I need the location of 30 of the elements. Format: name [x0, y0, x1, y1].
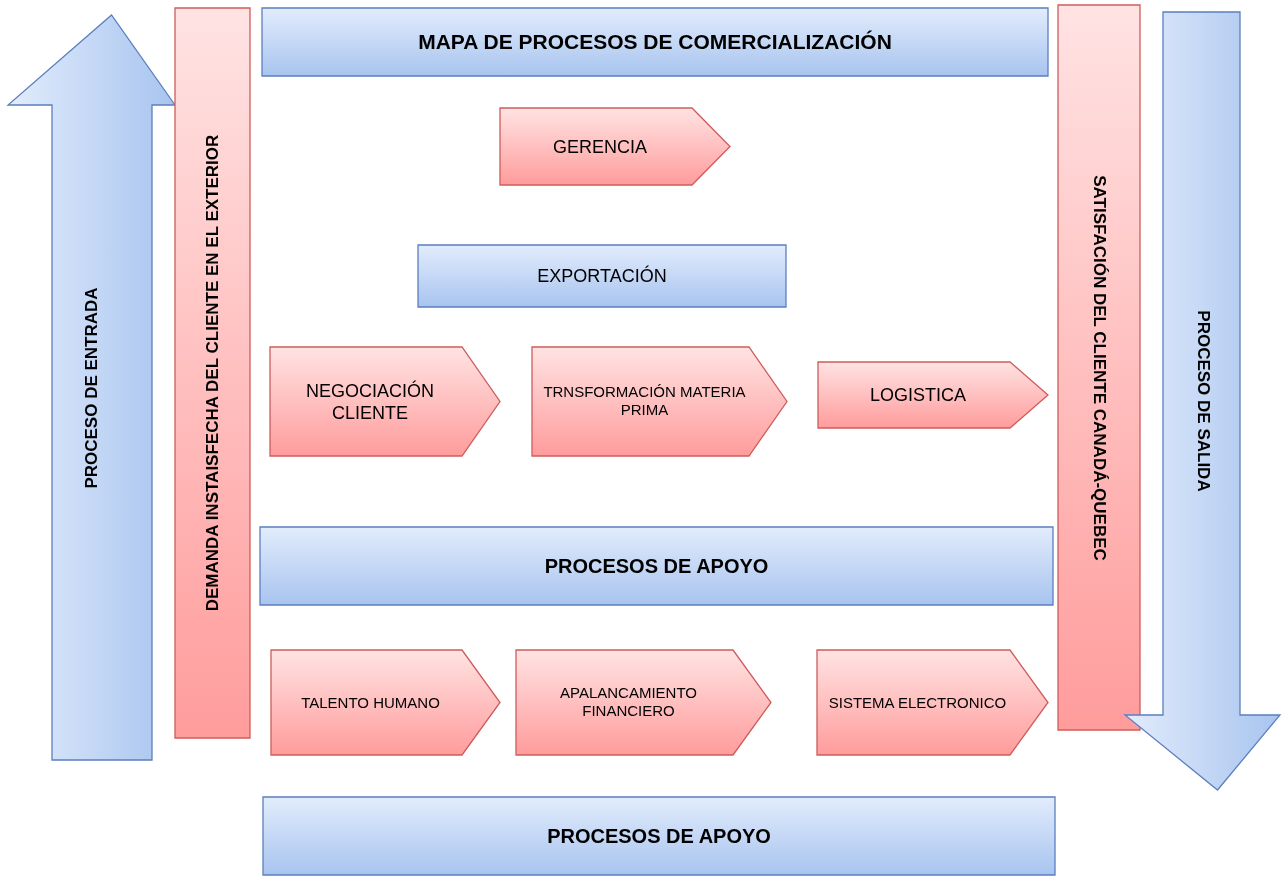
node-label: LOGISTICA: [869, 383, 967, 407]
process-step-shape: [818, 362, 1048, 428]
process-step-shape: [270, 347, 500, 456]
node-label: GERENCIA: [552, 135, 648, 158]
node-label: MAPA DE PROCESOS DE COMERCIALIZACIÓN: [417, 28, 893, 55]
title-banner: [262, 8, 1048, 76]
demand-bar: [175, 8, 250, 738]
node-label: PROCESOS DE APOYO: [546, 823, 772, 849]
process-step-shape: [271, 650, 500, 755]
node-label: PROCESOS DE APOYO: [543, 553, 770, 579]
input-process-arrow: [8, 15, 175, 760]
section-banner: [263, 797, 1055, 875]
section-banner: [260, 527, 1053, 605]
process-step-shape: [817, 650, 1048, 755]
node-label: SATISFACIÓN DEL CLIENTE CANADÁ-QUEBEC: [1088, 174, 1110, 561]
output-process-arrow: [1125, 12, 1280, 790]
process-step-shape: [516, 650, 771, 755]
process-step-shape: [532, 347, 787, 456]
node-label: APALANCAMIENTO FINANCIERO: [559, 683, 698, 722]
node-label: DEMANDA INSTAISFECHA DEL CLIENTE EN EL EXTERIOR: [201, 134, 223, 612]
node-label: PROCESO DE SALIDA: [1192, 310, 1214, 492]
node-label: PROCESO DE ENTRADA: [80, 286, 102, 489]
node-label: TRNSFORMACIÓN MATERIA PRIMA: [542, 382, 747, 421]
node-label: SISTEMA ELECTRONICO: [827, 693, 1008, 712]
satisfaction-bar: [1058, 5, 1140, 730]
node-label: TALENTO HUMANO: [300, 693, 441, 712]
node-label: NEGOCIACIÓN CLIENTE: [305, 379, 435, 424]
process-step-shape: [500, 108, 730, 185]
node-label: EXPORTACIÓN: [536, 264, 668, 288]
process-box: [418, 245, 786, 307]
